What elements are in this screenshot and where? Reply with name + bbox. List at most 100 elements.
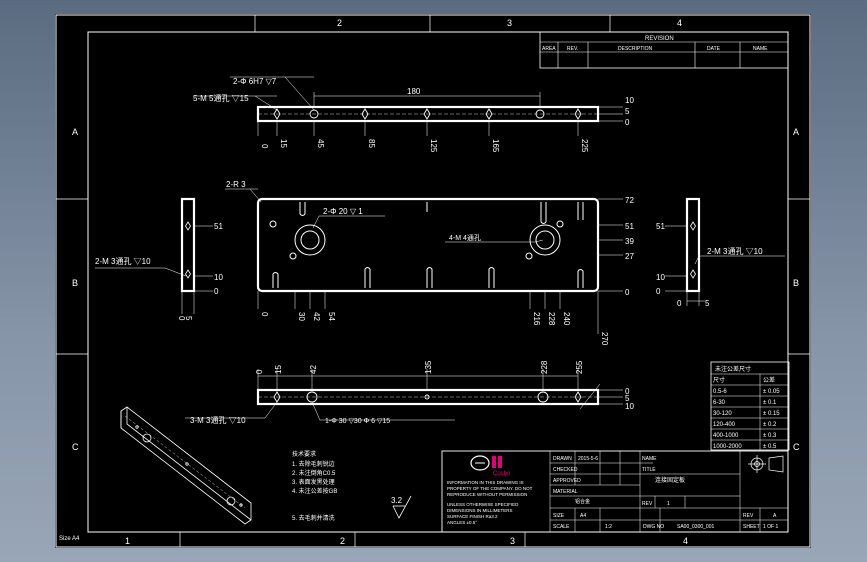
right-side-view: 2-M 3通孔 ▽10 51 10 0 0 5	[656, 197, 785, 308]
front-right-tick: 39	[625, 237, 634, 246]
revision-title: REVISION	[645, 36, 674, 42]
outer-border	[55, 14, 811, 548]
projection-symbol-icon	[748, 455, 784, 473]
drawing-sheet: 2 3 4 1 2 3 4 A B C A B C Size A4 REVISI…	[55, 14, 811, 548]
zone-number-bottom: 4	[683, 536, 688, 546]
front-bottom-tick: 270	[600, 332, 609, 346]
top-thread-callout: 5-M 5通孔 ▽15	[193, 93, 249, 103]
name-label: NAME	[642, 456, 657, 462]
scale-label: SCALE	[553, 524, 570, 530]
approved-label: APPROVED	[553, 478, 581, 484]
right-bottom-tick: 5	[705, 299, 710, 308]
front-view-outline	[256, 197, 600, 293]
bottom-view: 3-M 3通孔 ▽10 1-Φ 30 ▽30 Φ 6 ▽15 0 15 42 1…	[185, 360, 634, 425]
note-item: 5. 去毛刺并清洗	[292, 514, 335, 522]
tolerance-cell: 0.5-6	[713, 389, 727, 395]
front-bottom-tick: 42	[312, 312, 321, 321]
front-bottom-tick: 0	[260, 312, 269, 317]
bottom-right-tick: 10	[625, 402, 634, 411]
bottom-top-tick: 228	[540, 360, 549, 374]
front-radius-callout: 2-R 3	[226, 180, 246, 189]
drawn-label: DRAWN	[553, 456, 572, 462]
bottom-top-tick: 42	[309, 365, 318, 374]
tolerance-cell: 120-400	[713, 422, 736, 428]
zone-letter-left: A	[72, 127, 78, 137]
top-bottom-tick: 0	[260, 144, 269, 149]
front-counterbore-callout: 2-Φ 20 ▽ 1	[323, 207, 363, 216]
front-thread-callout: 4-M 4通孔	[449, 233, 481, 242]
top-hole-callout: 2-Φ 6H7 ▽7	[233, 77, 277, 86]
top-bottom-tick: 15	[279, 139, 288, 148]
top-bottom-tick: 125	[429, 139, 438, 153]
revision-header: DATE	[707, 46, 721, 52]
sheet-value: 1 OF 1	[763, 524, 779, 530]
tolerance-cell: 6-30	[713, 400, 726, 406]
sheet-size-label: Size A4	[59, 536, 80, 542]
title-block: Cosbo INFORMATION IN THIS DRAWING IS PRO…	[441, 450, 789, 533]
tolerance-cell: 30-120	[713, 411, 732, 417]
notes-title: 技术要求	[292, 450, 316, 458]
right-tick: 0	[656, 287, 661, 296]
zone-letter-right: A	[793, 127, 799, 137]
revision-table: REVISION AREA REV. DESCRIPTION DATE NAME	[539, 31, 789, 69]
zone-number-bottom: 2	[340, 536, 345, 546]
right-bottom-tick: 0	[677, 299, 682, 308]
drawing-canvas: 2 3 4 1 2 3 4 A B C A B C Size A4 REVISI…	[55, 14, 811, 548]
scale-value: 1:2	[605, 524, 612, 530]
left-tick: 51	[214, 222, 223, 231]
tolerance-cell: ± 0.05	[763, 389, 780, 395]
top-right-tick: 0	[625, 118, 630, 127]
material-label: MATERIAL	[553, 489, 578, 495]
bottom-top-tick: 15	[274, 365, 283, 374]
top-bottom-tick: 85	[367, 139, 376, 148]
bottom-top-tick: 255	[575, 360, 584, 374]
rev-label: REV	[642, 501, 653, 507]
bottom-top-tick: 135	[424, 360, 433, 374]
bottom-hole-callout: 1-Φ 30 ▽30 Φ 6 ▽15	[325, 418, 390, 425]
disclaimer-line: INFORMATION IN THIS DRAWING IS	[447, 480, 524, 485]
company-logo: Cosbo	[470, 455, 511, 477]
tolerance-cell: ± 0.15	[763, 411, 780, 417]
zone-letter-right: B	[793, 278, 799, 288]
title-label: TITLE	[642, 467, 656, 473]
bottom-left-callout: 3-M 3通孔 ▽10	[190, 415, 246, 425]
zone-number-top: 3	[507, 18, 512, 28]
top-bottom-tick: 165	[491, 139, 500, 153]
zone-letter-left: B	[72, 278, 78, 288]
surface-roughness-symbol: 3.2	[391, 495, 412, 519]
tolerance-cell: ± 0.1	[763, 400, 777, 406]
left-side-view: 2-M 3通孔 ▽10 51 10 0 0 5	[95, 197, 223, 321]
dwg-number: SA00_0300_001	[677, 524, 714, 530]
roughness-value: 3.2	[391, 496, 403, 505]
zone-number-bottom: 1	[125, 536, 130, 546]
right-tick: 10	[656, 273, 665, 282]
top-bottom-tick: 225	[580, 139, 589, 153]
left-bottom-tick: 0	[177, 316, 186, 321]
tolerance-cell: ± 0.2	[763, 422, 777, 428]
bottom-right-tick: 5	[625, 394, 630, 403]
top-span-dimension: 180	[407, 87, 421, 96]
dwg-label: DWG NO	[643, 524, 664, 530]
inner-border	[87, 31, 789, 533]
company-name: Cosbo	[493, 471, 511, 477]
front-bottom-tick: 228	[547, 312, 556, 326]
front-bottom-tick: 240	[562, 312, 571, 326]
right-tick: 51	[656, 222, 665, 231]
note-item: 3. 表面发黑处理	[292, 478, 335, 486]
rev-value: A	[773, 513, 777, 519]
tolerance-cell: 1000-2000	[713, 444, 742, 450]
tolerance-table: 未注公差尺寸 尺寸 公差 0.5-6 ± 0.05 6-30 ± 0.1 30-…	[710, 361, 790, 451]
front-bottom-tick: 30	[297, 312, 306, 321]
revision-header: REV.	[567, 46, 578, 52]
size-label: SIZE	[553, 513, 565, 519]
sheet-label: SHEET	[743, 524, 760, 530]
part-name: 连接固定板	[655, 476, 685, 484]
front-view: 2-R 3 2-Φ 20 ▽ 1 4-M 4通孔 72 51 39 27 0 0…	[225, 180, 634, 346]
front-right-tick: 72	[625, 196, 634, 205]
disclaimer-line: PROPERTY OF THE COMPANY. DO NOT	[447, 486, 533, 491]
rev-label-box: REV	[743, 513, 754, 519]
tolerance-cell: 公差	[763, 376, 775, 384]
front-bottom-tick: 216	[532, 312, 541, 326]
front-bottom-tick: 54	[327, 312, 336, 321]
zone-letter-right: C	[793, 442, 800, 452]
